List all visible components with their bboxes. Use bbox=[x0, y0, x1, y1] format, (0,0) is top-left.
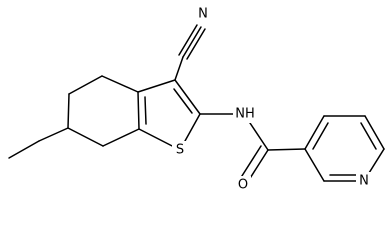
bond-c6-c7 bbox=[67, 127, 104, 147]
chemical-structure-diagram: N NH S O N bbox=[8, 5, 385, 194]
bond-carbonyl-o-double bbox=[239, 145, 262, 180]
bond-py-c6-c5 bbox=[364, 115, 385, 150]
atom-label-carbonyl-o: O bbox=[235, 176, 251, 194]
bond-c3a-c7a-double bbox=[144, 96, 147, 125]
bond-c5-c4 bbox=[68, 75, 103, 95]
amide-nh-label: NH bbox=[235, 107, 255, 122]
carbonyl-o-label: O bbox=[238, 178, 248, 193]
ethyl-group bbox=[8, 127, 69, 159]
bond-py-c3-c2 bbox=[304, 148, 325, 182]
bond-c4-c3a bbox=[101, 75, 139, 93]
nitrile-group bbox=[174, 24, 206, 81]
atom-label-amide-nh: NH bbox=[233, 105, 259, 123]
bond-triple-1 bbox=[178, 24, 198, 56]
pyridine-ring bbox=[304, 115, 385, 182]
bond-c3-cn-carbon bbox=[174, 56, 184, 81]
bond-c6-c5 bbox=[67, 93, 70, 129]
atom-label-pyridine-n: N bbox=[356, 172, 372, 190]
bond-c3-c2-double bbox=[173, 88, 193, 114]
bond-c7-c7a bbox=[102, 128, 140, 147]
bond-py-c4-c3 bbox=[304, 115, 325, 150]
bond-methyl-methylene bbox=[8, 140, 40, 159]
bond-c3a-c3 bbox=[137, 79, 176, 93]
bond-methylene-ring bbox=[38, 127, 69, 142]
bond-triple-2 bbox=[182, 26, 202, 58]
bond-py-c4-c3-double bbox=[312, 122, 329, 150]
atom-label-nitrile-n: N bbox=[195, 5, 211, 23]
cyclohexene-ring bbox=[67, 75, 140, 147]
thiophene-s-label: S bbox=[176, 143, 184, 158]
bond-py-c6-c5-double bbox=[360, 122, 377, 150]
thiophene-ring bbox=[137, 79, 201, 151]
bond-c3a-c7a bbox=[137, 91, 140, 130]
atom-label-thiophene-s: S bbox=[172, 141, 188, 159]
bond-triple-3 bbox=[186, 28, 206, 60]
pyridine-n-label: N bbox=[359, 174, 369, 189]
amide-group bbox=[199, 113, 306, 184]
bond-c3-c2 bbox=[174, 79, 201, 115]
nitrile-n-label: N bbox=[198, 7, 208, 22]
bond-carbonyl-pyridine bbox=[267, 148, 306, 151]
